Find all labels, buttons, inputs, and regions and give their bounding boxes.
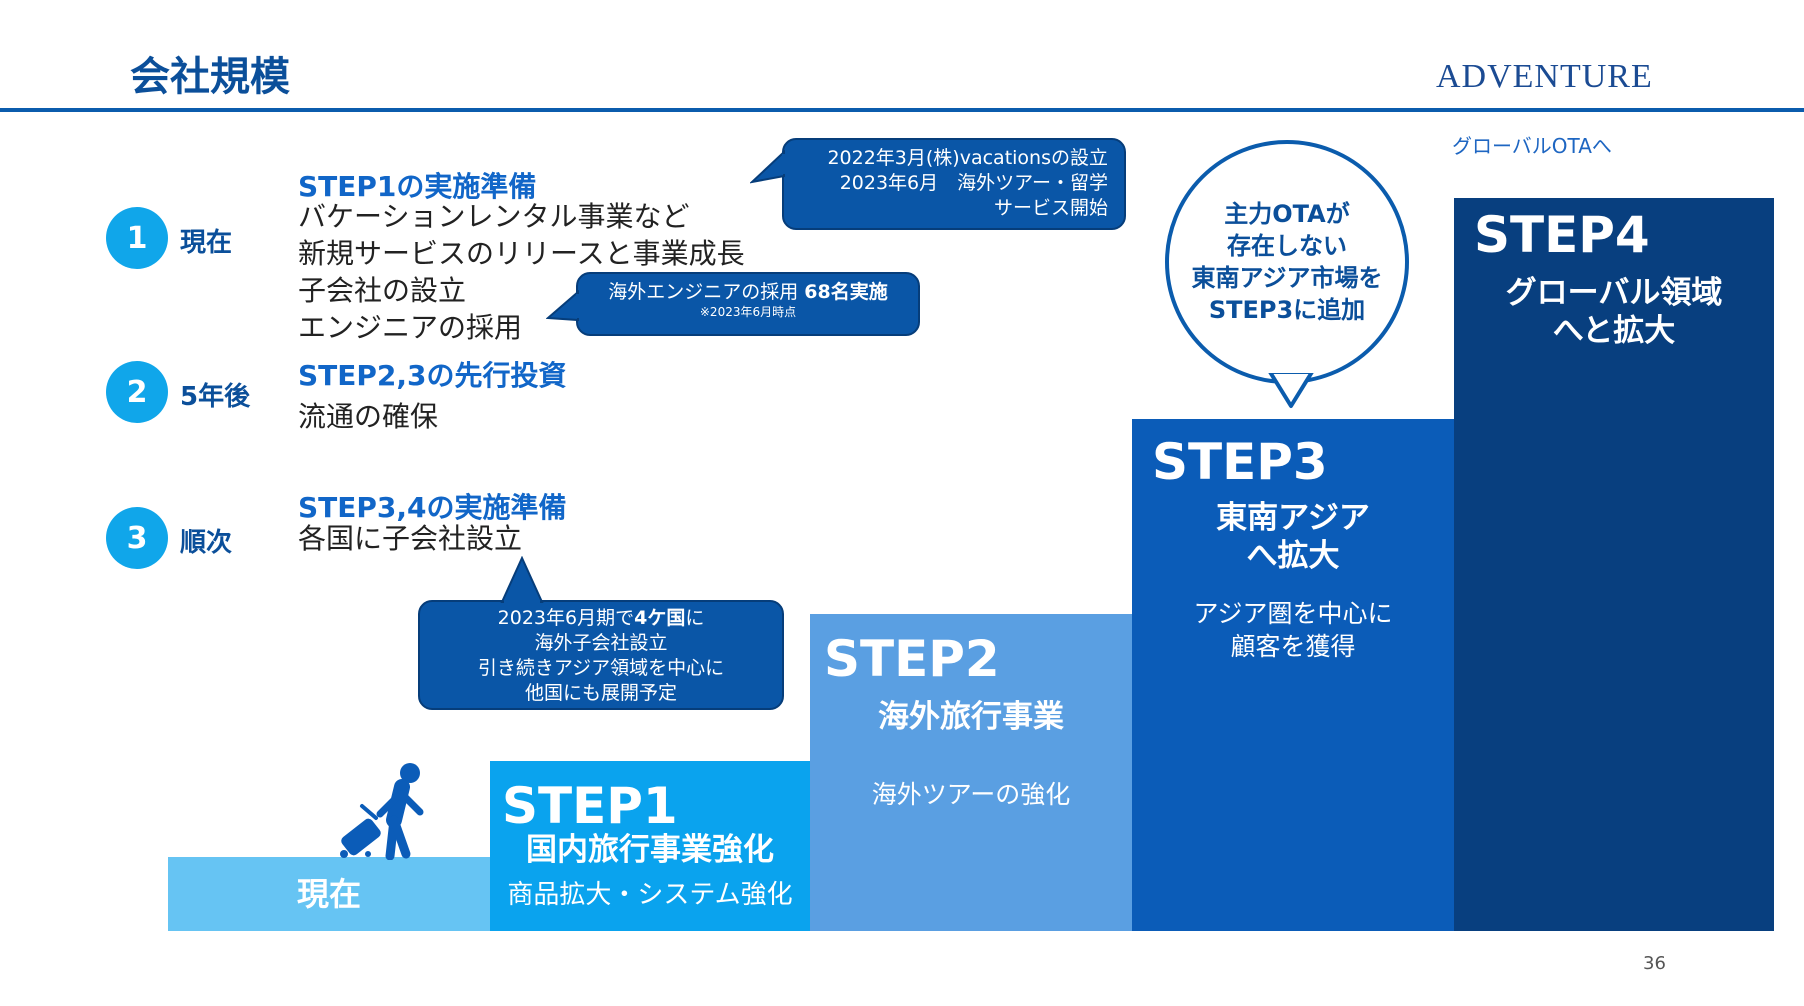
callout-line: 2023年6月 海外ツアー・留学 bbox=[839, 172, 1108, 194]
vacations-callout-tail bbox=[750, 150, 786, 184]
phase-2-number: 2 bbox=[106, 361, 168, 423]
step4-title: STEP4 bbox=[1474, 206, 1650, 264]
step-now-label: 現在 bbox=[296, 875, 361, 913]
phase-2-label: 5年後 bbox=[180, 382, 251, 412]
callout-line: 引き続きアジア領域を中心に bbox=[477, 657, 725, 679]
callout-line: 2022年3月(株)vacationsの設立 bbox=[827, 147, 1108, 169]
subsidiaries-callout-tail bbox=[500, 556, 544, 604]
phase-3-label: 順次 bbox=[180, 528, 233, 558]
phase-3-heading: STEP3,4の実施準備 bbox=[298, 491, 567, 524]
header-divider bbox=[0, 108, 1804, 112]
phase-2-heading: STEP2,3の先行投資 bbox=[298, 359, 567, 392]
phase-1-label: 現在 bbox=[180, 228, 233, 258]
global-ota-caption: グローバルOTAへ bbox=[1452, 134, 1612, 158]
step4-subtitle: グローバル領域 へと拡大 bbox=[1505, 275, 1723, 349]
phase-2-line: 流通の確保 bbox=[298, 400, 439, 433]
phase-1-line: バケーションレンタル事業など bbox=[298, 200, 690, 233]
phase-1-line: 子会社の設立 bbox=[298, 274, 467, 307]
bubble-text: 主力OTAが 存在しない 東南アジア市場を STEP3に追加 bbox=[1191, 198, 1382, 326]
step3-block: STEP3 東南アジア へ拡大 アジア圏を中心に 顧客を獲得 bbox=[1132, 419, 1454, 931]
phase-1-heading: STEP1の実施準備 bbox=[298, 170, 537, 203]
bubble-line: 存在しない bbox=[1226, 232, 1347, 260]
phase-3-number: 3 bbox=[106, 507, 168, 569]
callout-line: 海外子会社設立 bbox=[534, 632, 668, 654]
phase-1-number: 1 bbox=[106, 207, 168, 269]
page-number: 36 bbox=[1643, 953, 1666, 974]
southeast-asia-bubble: 主力OTAが 存在しない 東南アジア市場を STEP3に追加 bbox=[1165, 140, 1409, 384]
step2-description: 海外ツアーの強化 bbox=[871, 780, 1071, 809]
step-now-block: 現在 bbox=[168, 857, 490, 931]
bubble-line: STEP3に追加 bbox=[1208, 296, 1366, 324]
subsidiaries-callout-prefix: 2023年6月期で bbox=[497, 607, 635, 629]
page-title: 会社規模 bbox=[130, 54, 290, 100]
callout-line: 他国にも展開予定 bbox=[524, 682, 677, 704]
step1-subtitle: 国内旅行事業強化 bbox=[526, 832, 774, 868]
phase-1-body: バケーションレンタル事業など 新規サービスのリリースと事業成長 子会社の設立 エ… bbox=[298, 198, 745, 346]
step2-subtitle: 海外旅行事業 bbox=[878, 699, 1064, 735]
traveler-with-suitcase-icon bbox=[340, 763, 424, 860]
subsidiaries-callout-suffix: に bbox=[685, 607, 705, 629]
engineers-callout-count: 68名実施 bbox=[804, 281, 888, 303]
engineers-callout-text: 海外エンジニアの採用 bbox=[608, 281, 805, 303]
phase-1-line: 新規サービスのリリースと事業成長 bbox=[298, 237, 745, 270]
step3-subtitle: 東南アジア へ拡大 bbox=[1216, 500, 1370, 574]
bubble-line: 主力OTAが bbox=[1224, 200, 1350, 228]
brand-logo: ADVENTURE bbox=[1436, 58, 1653, 95]
step3-title: STEP3 bbox=[1152, 433, 1328, 491]
bubble-line: 東南アジア市場を bbox=[1191, 264, 1383, 292]
engineers-callout-tail bbox=[546, 290, 580, 322]
step2-title: STEP2 bbox=[824, 630, 1000, 688]
step1-description: 商品拡大・システム強化 bbox=[507, 880, 793, 910]
callout-line: サービス開始 bbox=[993, 197, 1108, 219]
engineers-callout: 海外エンジニアの採用 68名実施 ※2023年6月時点 bbox=[576, 272, 920, 336]
phase-3-body: 各国に子会社設立 bbox=[298, 520, 522, 557]
phase-2-body: 流通の確保 bbox=[298, 398, 438, 435]
engineers-callout-note: ※2023年6月時点 bbox=[699, 305, 797, 319]
phase-1-line: エンジニアの採用 bbox=[298, 311, 523, 344]
step1-block: STEP1 国内旅行事業強化 商品拡大・システム強化 bbox=[490, 761, 810, 931]
subsidiaries-callout: 2023年6月期で4ケ国に 海外子会社設立 引き続きアジア領域を中心に 他国にも… bbox=[418, 600, 784, 710]
step3-description: アジア圏を中心に 顧客を獲得 bbox=[1193, 599, 1393, 661]
vacations-callout: 2022年3月(株)vacationsの設立 2023年6月 海外ツアー・留学 … bbox=[782, 138, 1126, 230]
phase-3-line: 各国に子会社設立 bbox=[298, 522, 523, 555]
subsidiaries-callout-countries: 4ケ国 bbox=[634, 607, 686, 629]
bubble-tail bbox=[1268, 370, 1314, 408]
step1-title: STEP1 bbox=[502, 777, 678, 835]
step2-block: STEP2 海外旅行事業 海外ツアーの強化 bbox=[810, 614, 1132, 931]
step4-block: STEP4 グローバル領域 へと拡大 bbox=[1454, 198, 1774, 931]
